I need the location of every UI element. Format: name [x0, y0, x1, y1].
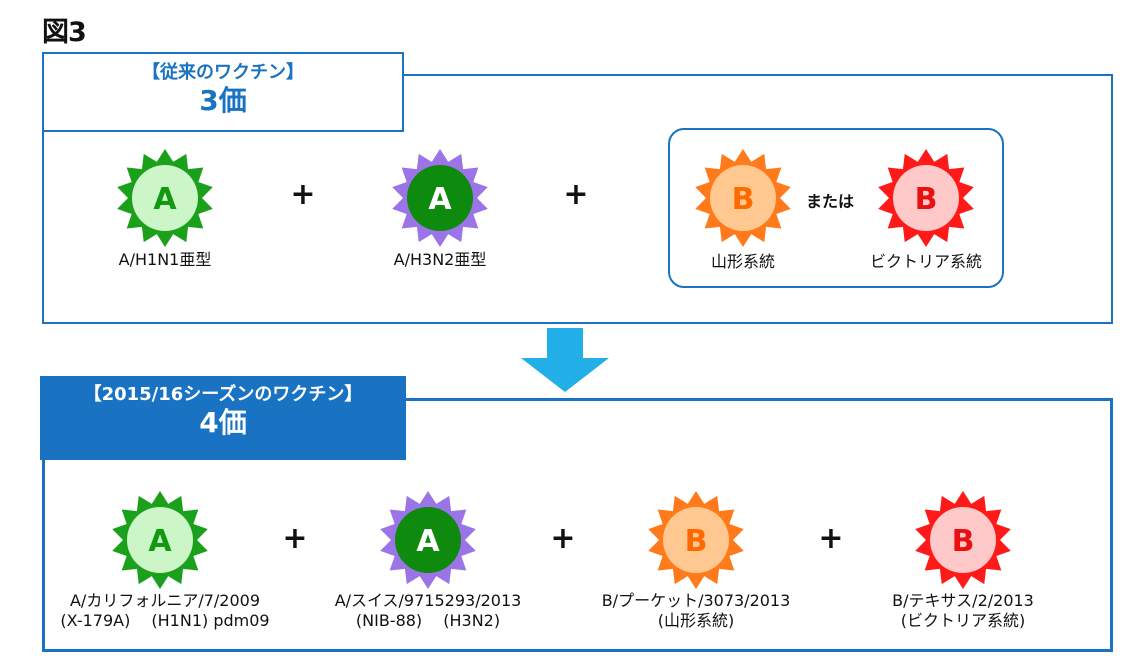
- old-vaccine-label: 【従来のワクチン】: [142, 62, 304, 83]
- virus-letter: B: [952, 524, 975, 559]
- strain-detail: (NIB-88) (H3N2): [355, 611, 501, 630]
- plus-sign: +: [290, 177, 316, 212]
- plus-sign: +: [818, 521, 844, 556]
- new-vaccine-valency: 4価: [199, 406, 247, 439]
- new-vaccine-label: 【2015/16シーズンのワクチン】: [83, 384, 363, 405]
- strain-detail: (山形系統): [657, 611, 735, 630]
- virus-letter: A: [416, 524, 440, 559]
- virus-letter: A: [148, 524, 172, 559]
- strain-name: B/プーケット/3073/2013: [601, 591, 791, 610]
- california-h1n1-virus-icon: A: [112, 491, 208, 589]
- california-strain-caption: A/カリフォルニア/7/2009 (X-179A) (H1N1) pdm09: [40, 591, 290, 631]
- virus-letter: A: [153, 182, 177, 217]
- yamagata-caption: 山形系統: [710, 252, 775, 271]
- h3n2-caption: A/H3N2亜型: [393, 250, 487, 269]
- victoria-virus-icon: B: [878, 149, 974, 247]
- or-text: または: [806, 192, 855, 211]
- plus-sign: +: [282, 521, 308, 556]
- virus-letter: B: [732, 182, 755, 217]
- strain-detail: (X-179A) (H1N1) pdm09: [60, 611, 270, 630]
- strain-name: B/テキサス/2/2013: [892, 591, 1034, 610]
- phuket-yamagata-virus-icon: B: [648, 491, 744, 589]
- yamagata-virus-icon: B: [695, 149, 791, 247]
- texas-victoria-virus-icon: B: [915, 491, 1011, 589]
- h3n2-virus-icon: A: [392, 149, 488, 247]
- texas-strain-caption: B/テキサス/2/2013 (ビクトリア系統): [853, 591, 1073, 631]
- old-vaccine-label-box: 【従来のワクチン】 3価: [42, 52, 404, 132]
- virus-letter: B: [685, 524, 708, 559]
- strain-detail: (ビクトリア系統): [900, 611, 1026, 630]
- figure-title: 図3: [42, 17, 87, 48]
- new-vaccine-label-box: 【2015/16シーズンのワクチン】 4価: [40, 376, 406, 460]
- strain-name: A/スイス/9715293/2013: [334, 591, 522, 610]
- switzerland-h3n2-virus-icon: A: [380, 491, 476, 589]
- old-vaccine-valency: 3価: [199, 84, 247, 117]
- plus-sign: +: [563, 177, 589, 212]
- victoria-caption: ビクトリア系統: [869, 252, 982, 271]
- h1n1-caption: A/H1N1亜型: [118, 250, 212, 269]
- switzerland-strain-caption: A/スイス/9715293/2013 (NIB-88) (H3N2): [313, 591, 543, 631]
- strain-name: A/カリフォルニア/7/2009: [69, 591, 261, 610]
- plus-sign: +: [550, 521, 576, 556]
- down-arrow-icon: [521, 328, 609, 392]
- virus-letter: A: [428, 182, 452, 217]
- h1n1-virus-icon: A: [117, 149, 213, 247]
- virus-letter: B: [915, 182, 938, 217]
- phuket-strain-caption: B/プーケット/3073/2013 (山形系統): [581, 591, 811, 631]
